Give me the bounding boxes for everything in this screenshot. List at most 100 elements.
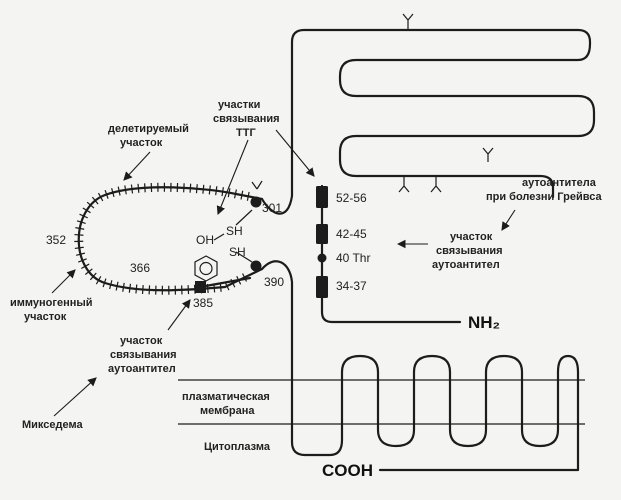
- svg-text:связывания: связывания: [213, 113, 280, 125]
- extracellular-chain: [260, 28, 596, 215]
- loop-hatch: [246, 191, 250, 201]
- residue-34-37-box: [316, 276, 328, 298]
- svg-text:участок: участок: [24, 311, 67, 323]
- svg-text:при болезни Грейвса: при болезни Грейвса: [486, 191, 602, 203]
- inner-segment-385-390: [198, 276, 252, 289]
- svg-text:участок: участок: [450, 231, 493, 243]
- svg-text:ТТГ: ТТГ: [236, 127, 256, 139]
- arrow-ttg-to-chain: [275, 129, 315, 177]
- residue-40-thr-dot: [317, 253, 327, 263]
- loop-hatch: [124, 185, 127, 195]
- label-cooh: COOH: [322, 461, 373, 480]
- loop-hatch: [240, 190, 244, 200]
- residue-366-label: 366: [130, 261, 150, 275]
- loop-hatch: [95, 275, 102, 285]
- phenyl-ring-icon: [194, 255, 218, 282]
- chain-left-return: [260, 260, 317, 457]
- arrow-ab-site-left: [167, 299, 191, 331]
- svg-text:участок: участок: [120, 137, 163, 149]
- deleted-loop: [77, 186, 264, 292]
- svg-text:аутоантител: аутоантител: [432, 259, 500, 271]
- loop-hatch: [109, 280, 113, 290]
- loop-hatch: [84, 268, 93, 275]
- residue-40-thr-label: 40 Thr: [336, 251, 370, 265]
- loop-hatch: [102, 278, 107, 288]
- loop-hatch: [128, 283, 132, 293]
- loop-hatch: [104, 189, 109, 199]
- glycosylation-marks: [251, 13, 494, 193]
- label-myxedema: Микседема: [22, 419, 83, 431]
- loop-hatch: [89, 272, 97, 281]
- oh-label: OH: [196, 233, 214, 247]
- residue-352-label: 352: [46, 233, 66, 247]
- loop-hatch: [215, 186, 218, 196]
- label-graves-antibodies: аутоантитела при болезни Грейвса: [486, 177, 602, 203]
- label-nh2: NH₂: [468, 313, 500, 332]
- svg-text:связывания: связывания: [436, 245, 503, 257]
- loop-hatch: [74, 246, 84, 250]
- loop-hatch: [111, 188, 115, 198]
- loop-hatch: [86, 201, 95, 209]
- loop-hatch: [141, 284, 144, 295]
- residue-390-label: 390: [264, 275, 284, 289]
- loop-hatch: [82, 207, 91, 214]
- svg-text:иммуногенный: иммуногенный: [10, 297, 93, 309]
- label-membrane: плазматическая мембрана: [182, 391, 270, 417]
- loop-hatch: [195, 184, 198, 194]
- loop-hatch: [115, 281, 119, 291]
- loop-hatches: [74, 182, 250, 295]
- loop-hatch: [208, 185, 211, 195]
- loop-hatch: [79, 213, 88, 219]
- loop-hatch: [189, 183, 192, 193]
- label-cytoplasm: Цитоплазма: [204, 441, 271, 453]
- residue-52-56-box: [316, 186, 328, 208]
- arrow-graves: [501, 209, 516, 231]
- sh-bond-1: [235, 209, 253, 226]
- loop-hatch: [233, 189, 237, 199]
- label-deleted-region: делетируемый участок: [108, 123, 189, 149]
- loop-hatch: [78, 258, 87, 263]
- label-immunogenic: иммуногенный участок: [10, 297, 93, 323]
- loop-hatch: [135, 284, 138, 294]
- arrow-myxedema: [53, 377, 97, 417]
- residue-52-56-label: 52-56: [336, 191, 367, 205]
- sh-label-1: SH: [226, 224, 243, 238]
- svg-text:делетируемый: делетируемый: [108, 123, 189, 135]
- sh-bond-2: [235, 251, 253, 263]
- residue-390-dot: [250, 260, 262, 272]
- loop-hatch: [117, 186, 121, 196]
- sh-label-2: SH: [229, 245, 246, 259]
- loop-hatch: [137, 183, 140, 193]
- arrow-ttg-to-sh: [216, 139, 249, 216]
- residue-385-label: 385: [193, 296, 213, 310]
- oh-bond: [213, 233, 225, 241]
- svg-text:участок: участок: [120, 335, 163, 347]
- loop-hatch: [76, 220, 86, 225]
- residue-385-square: [195, 281, 206, 293]
- loop-hatch: [227, 188, 231, 198]
- loop-hatch: [221, 187, 224, 197]
- loop-hatch: [193, 284, 196, 294]
- arrow-immunogenic: [51, 269, 76, 294]
- svg-text:аутоантитела: аутоантитела: [522, 177, 597, 189]
- label-ab-site-left: участок связывания аутоантител: [108, 335, 177, 375]
- svg-text:плазматическая: плазматическая: [182, 391, 270, 403]
- svg-text:мембрана: мембрана: [200, 405, 255, 417]
- residue-42-45-box: [316, 224, 328, 244]
- loop-hatch: [97, 192, 104, 202]
- loop-hatch: [130, 184, 134, 194]
- arrow-deleted: [123, 151, 151, 181]
- residue-301-dot: [250, 196, 262, 208]
- loop-hatch: [91, 196, 99, 205]
- svg-text:участки: участки: [218, 99, 260, 111]
- residue-34-37-label: 34-37: [336, 279, 367, 293]
- loop-hatch: [75, 227, 85, 230]
- svg-text:связывания: связывания: [110, 349, 177, 361]
- residue-301-label: 301: [262, 201, 282, 215]
- svg-text:аутоантител: аутоантител: [108, 363, 176, 375]
- loop-hatch: [242, 273, 248, 282]
- transmembrane-helices: [313, 354, 580, 472]
- loop-hatch: [202, 184, 205, 194]
